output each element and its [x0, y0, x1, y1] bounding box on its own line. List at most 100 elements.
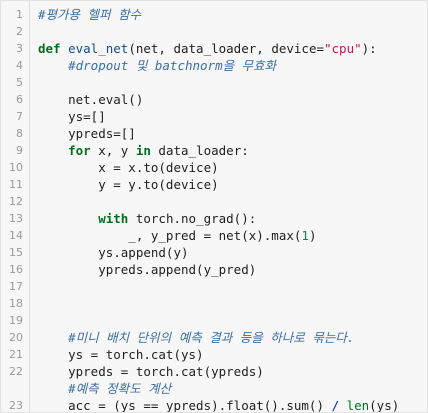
code-token: x = x.to(device): [38, 160, 219, 175]
code-text: net.eval(): [38, 91, 143, 108]
code-line[interactable]: 2: [1, 23, 427, 40]
code-text: #평가용 헬퍼 함수: [38, 6, 141, 23]
code-token: ys=[]: [38, 109, 106, 124]
code-line[interactable]: 6 net.eval(): [1, 91, 427, 108]
code-token: #예측 정확도 계산: [68, 381, 172, 396]
code-token: ): [308, 228, 317, 243]
code-line[interactable]: 21 ys = torch.cat(ys): [1, 346, 427, 363]
code-token: [38, 143, 68, 158]
code-text: #예측 정확도 계산: [38, 380, 171, 397]
code-line[interactable]: 23 acc = (ys == ypreds).float().sum() / …: [1, 397, 427, 413]
code-token: #미니 배치 단위의 예측 결과 등을 하나로 묶는다.: [68, 330, 355, 345]
code-token: eval_net: [68, 41, 129, 56]
code-text: acc = (ys == ypreds).float().sum() / len…: [38, 397, 400, 413]
line-number: 2: [16, 25, 23, 38]
code-token: for: [68, 143, 91, 158]
line-number: 12: [9, 195, 23, 208]
code-token: (ys): [369, 398, 400, 413]
code-token: "cpu": [324, 41, 362, 56]
code-line[interactable]: 22 ypreds = torch.cat(ypreds): [1, 363, 427, 380]
code-token: y = y.to(device): [38, 177, 219, 192]
code-text: ys = torch.cat(ys): [38, 346, 204, 363]
line-number: 23: [9, 399, 23, 412]
code-token: ys = torch.cat(ys): [38, 347, 204, 362]
code-line[interactable]: 7 ys=[]: [1, 108, 427, 125]
code-token: ypreds = torch.cat(ypreds): [38, 364, 264, 379]
code-text: _, y_pred = net(x).max(1): [38, 227, 316, 244]
code-text: x = x.to(device): [38, 159, 219, 176]
line-number: 5: [16, 76, 23, 89]
line-number-gutter: [1, 1, 30, 412]
code-line[interactable]: #예측 정확도 계산: [1, 380, 427, 397]
line-number: 17: [9, 280, 23, 293]
code-token: ypreds.append(y_pred): [38, 262, 257, 277]
code-line[interactable]: 13 with torch.no_grad():: [1, 210, 427, 227]
code-line[interactable]: 5: [1, 74, 427, 91]
code-token: ypreds=[]: [38, 126, 136, 141]
line-number: 20: [9, 331, 23, 344]
code-line[interactable]: 19: [1, 312, 427, 329]
line-number: 18: [9, 297, 23, 310]
code-line[interactable]: 11 y = y.to(device): [1, 176, 427, 193]
line-number: 10: [9, 161, 23, 174]
code-text: def eval_net(net, data_loader, device="c…: [38, 40, 377, 57]
code-token: [339, 398, 347, 412]
line-number: 13: [9, 212, 23, 225]
code-token: [38, 330, 68, 345]
code-token: x, y: [90, 143, 136, 158]
code-token: ):: [361, 41, 377, 56]
code-token: def: [38, 41, 69, 56]
code-line[interactable]: 20 #미니 배치 단위의 예측 결과 등을 하나로 묶는다.: [1, 329, 427, 346]
code-token: #dropout 및 batchnorm을 무효화: [68, 58, 277, 73]
line-number: 21: [9, 348, 23, 361]
code-text: ypreds=[]: [38, 125, 136, 142]
code-line[interactable]: 16 ypreds.append(y_pred): [1, 261, 427, 278]
code-token: #평가용 헬퍼 함수: [38, 7, 142, 22]
code-text: y = y.to(device): [38, 176, 219, 193]
code-token: net.eval(): [38, 92, 144, 107]
code-line[interactable]: 14 _, y_pred = net(x).max(1): [1, 227, 427, 244]
code-line[interactable]: 17: [1, 278, 427, 295]
line-number: 4: [16, 59, 23, 72]
line-number: 14: [9, 229, 23, 242]
code-token: (net, data_loader, device=: [128, 41, 324, 56]
code-line[interactable]: 15 ys.append(y): [1, 244, 427, 261]
code-token: with: [98, 211, 129, 226]
line-number: 8: [16, 127, 23, 140]
code-line[interactable]: 18: [1, 295, 427, 312]
code-token: ys.append(y): [38, 245, 189, 260]
code-line[interactable]: 12: [1, 193, 427, 210]
code-line[interactable]: 3 def eval_net(net, data_loader, device="…: [1, 40, 427, 57]
code-token: data_loader:: [150, 143, 249, 158]
line-number: 19: [9, 314, 23, 327]
line-number: 1: [16, 8, 23, 21]
line-number: 3: [16, 42, 23, 55]
code-token: [38, 211, 98, 226]
code-token: /: [331, 398, 340, 413]
code-line[interactable]: 9 for x, y in data_loader:: [1, 142, 427, 159]
line-number: 16: [9, 263, 23, 276]
code-token: [38, 381, 68, 396]
code-line[interactable]: 10 x = x.to(device): [1, 159, 427, 176]
code-line[interactable]: 1 #평가용 헬퍼 함수: [1, 6, 427, 23]
line-number: 9: [16, 144, 23, 157]
line-number: 6: [16, 93, 23, 106]
line-number: 11: [9, 178, 23, 191]
code-token: torch.no_grad():: [128, 211, 257, 226]
code-text: ys=[]: [38, 108, 106, 125]
line-number: 7: [16, 110, 23, 123]
code-text: ypreds.append(y_pred): [38, 261, 256, 278]
code-line[interactable]: 4 #dropout 및 batchnorm을 무효화: [1, 57, 427, 74]
code-token: len: [346, 398, 370, 413]
code-text: with torch.no_grad():: [38, 210, 256, 227]
code-token: acc = (ys == ypreds).float().sum(): [38, 398, 332, 413]
line-number: 22: [9, 365, 23, 378]
code-text: ypreds = torch.cat(ypreds): [38, 363, 264, 380]
code-token: in: [135, 143, 151, 158]
code-token: _, y_pred = net(x).max(: [38, 228, 302, 243]
code-token: [38, 58, 68, 73]
code-line[interactable]: 8 ypreds=[]: [1, 125, 427, 142]
code-token: 1: [301, 228, 309, 243]
